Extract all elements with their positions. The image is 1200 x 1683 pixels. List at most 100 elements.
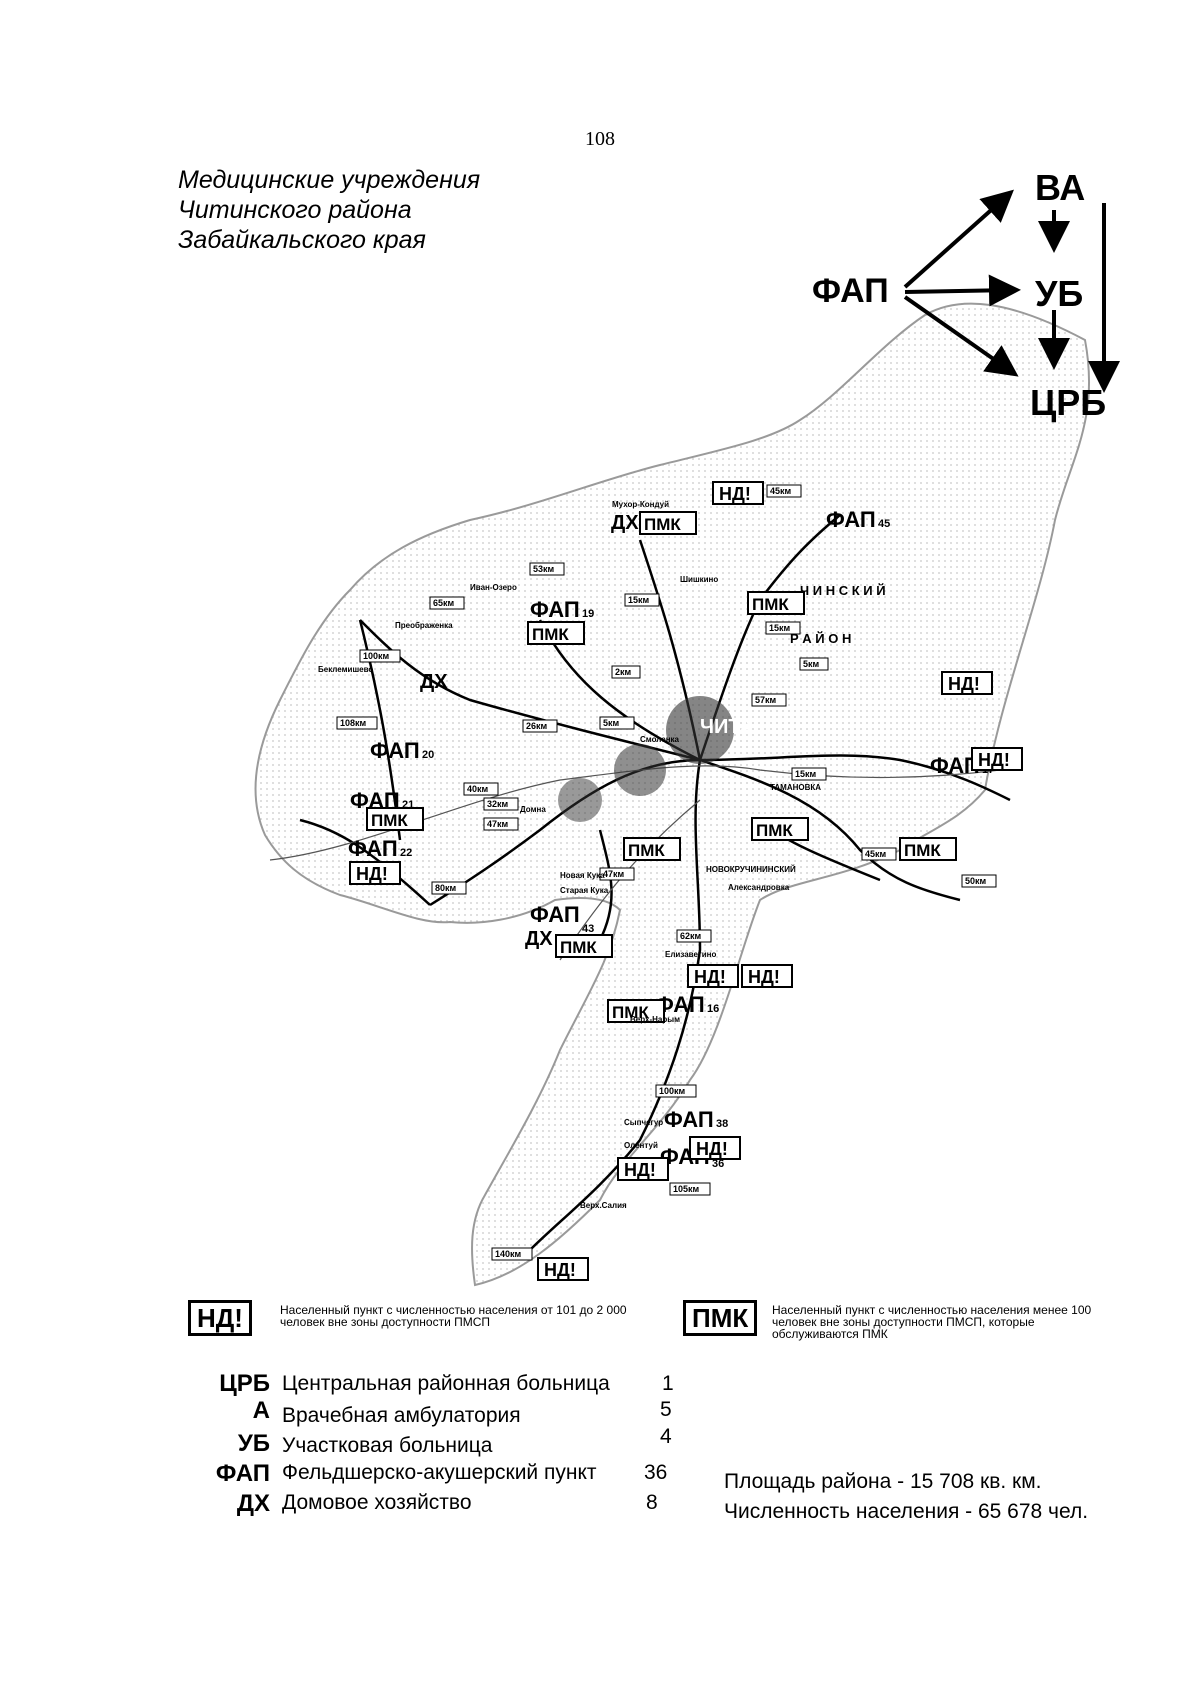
distance-tag-text: 53км: [533, 564, 555, 574]
nd-badge-label: НД!: [544, 1260, 576, 1280]
legend-nd-badge: НД!: [188, 1300, 252, 1336]
fap-number: 43: [582, 923, 594, 935]
distance-tag-text: 15км: [628, 595, 650, 605]
legend-count-ub: 4: [660, 1425, 672, 1448]
distance-tag-text: 26км: [526, 721, 548, 731]
nd-badge: НД!: [537, 1257, 589, 1281]
legend-desc-fap: Фельдшерско-акушерский пункт: [282, 1461, 597, 1484]
pmk-badge: ПМК: [623, 837, 681, 861]
fap-number: 19: [582, 608, 594, 620]
place-name: Верх.Салия: [580, 1201, 627, 1210]
distance-tag-text: 105км: [673, 1184, 700, 1194]
distance-tag: 100км: [359, 649, 401, 663]
pmk-badge: ПМК: [527, 621, 585, 645]
distance-tag: 62км: [676, 929, 712, 943]
place-names: Мухор-Кондуй Шишкино Иван-Озеро Преображ…: [318, 500, 821, 1210]
distance-tags: 45км 53км 15км 65км 100км 108км 26км 5км…: [336, 484, 997, 1261]
legend-abbr-ub: УБ: [237, 1430, 270, 1457]
legend-count-dx: 8: [646, 1491, 658, 1514]
distance-tag: 26км: [522, 719, 558, 733]
distance-tag: 15км: [791, 767, 827, 781]
legend-desc-crb: Центральная районная больница: [282, 1372, 610, 1395]
legend-abbr-fap: ФАП: [215, 1460, 270, 1487]
legend-count-a: 5: [660, 1398, 672, 1421]
place-name: Елизаветино: [665, 950, 716, 959]
nd-badge-label: НД!: [978, 750, 1010, 770]
legend-desc-ub: Участковая больница: [282, 1434, 493, 1457]
distance-tag-text: 65км: [433, 598, 455, 608]
fap-number: 22: [400, 847, 412, 859]
place-name: Олентуй: [624, 1141, 658, 1150]
distance-tag: 32км: [483, 797, 519, 811]
distance-tag: 105км: [669, 1182, 711, 1196]
distance-tag: 47км: [599, 867, 635, 881]
pmk-badge: ПМК: [751, 817, 809, 841]
legend-abbr-dx: ДХ: [236, 1490, 270, 1517]
scheme-fap: ФАП: [812, 272, 889, 310]
distance-tag: 40км: [463, 782, 499, 796]
dx-label: ДХ: [420, 671, 448, 693]
pmk-badge: ПМК: [747, 591, 805, 615]
legend-count-crb: 1: [662, 1372, 674, 1395]
legend-desc-a: Врачебная амбулатория: [282, 1404, 521, 1427]
city-label: ЧИТА: [700, 716, 754, 738]
place-name: Беклемишево: [318, 665, 373, 674]
pmk-badge: ПМК: [899, 837, 957, 861]
stat-area: Площадь района - 15 708 кв. км.: [724, 1470, 1042, 1493]
distance-tag-text: 32км: [487, 799, 509, 809]
legend-desc-dx: Домовое хозяйство: [282, 1491, 472, 1514]
distance-tag-text: 100км: [363, 651, 390, 661]
pmk-badge: ПМК: [639, 511, 697, 535]
place-name: Новая Кука: [560, 871, 605, 880]
scheme-arrows: [903, 189, 1120, 393]
pmk-badge-label: ПМК: [560, 938, 597, 957]
fap-label: ФАП: [530, 902, 580, 927]
stat-population: Численность населения - 65 678 чел.: [724, 1500, 1089, 1523]
fap-label: ФАП: [826, 507, 876, 532]
dx-label: ДХ: [525, 928, 553, 950]
nd-badge: НД!: [741, 964, 793, 988]
distance-tag: 45км: [766, 484, 802, 498]
chita-cluster: [558, 696, 734, 822]
distance-tag-text: 5км: [603, 718, 620, 728]
distance-tag-text: 15км: [795, 769, 817, 779]
pmk-badge-label: ПМК: [371, 811, 408, 830]
pmk-badge: ПМК: [607, 999, 665, 1023]
pmk-badges: ПМК ПМК ПМК ПМК ПМК ПМК ПМК ПМК ПМК: [366, 511, 957, 1023]
legend-nd-text: Населенный пункт с численностью населени…: [280, 1303, 627, 1329]
distance-tag-text: 50км: [965, 876, 987, 886]
nd-badge-label: НД!: [356, 864, 388, 884]
distance-tag: 108км: [336, 716, 378, 730]
distance-tag: 15км: [624, 593, 660, 607]
fap-number: 36: [712, 1158, 724, 1170]
scheme-crb: ЦРБ: [1030, 382, 1106, 423]
nd-badges: НД! НД! НД! НД! НД! НД! НД! НД! НД!: [349, 481, 1023, 1281]
place-name: Александровка: [728, 883, 790, 892]
distance-tag-text: 108км: [340, 718, 367, 728]
pmk-badge: ПМК: [555, 934, 613, 958]
distance-tag-text: 5км: [803, 659, 820, 669]
place-name: НОВОКРУЧИНИНСКИЙ: [706, 865, 796, 874]
distance-tag-text: 45км: [770, 486, 792, 496]
legend-abbr-a: А: [252, 1397, 270, 1424]
nd-badge-label: НД!: [696, 1139, 728, 1159]
nd-badge: НД!: [971, 747, 1023, 771]
nd-badge: НД!: [617, 1157, 669, 1181]
distance-tag: 15км: [765, 621, 801, 635]
place-name: Верх-Нарым: [630, 1015, 680, 1024]
distance-tag: 140км: [491, 1247, 533, 1261]
nd-badge-label: НД!: [748, 967, 780, 987]
distance-tag: 57км: [751, 693, 787, 707]
legend-pmk-text: Населенный пункт с численностью населени…: [772, 1303, 1092, 1341]
pmk-badge-label: ПМК: [612, 1003, 649, 1022]
fap-label: ФАП: [530, 597, 580, 622]
distance-tag: 5км: [599, 716, 635, 730]
place-name: Смоленка: [640, 735, 680, 744]
fap-number: 20: [422, 749, 434, 761]
distance-tag-text: 57км: [755, 695, 777, 705]
title-line-3: Забайкальского края: [178, 226, 426, 254]
distance-tag-text: 15км: [769, 623, 791, 633]
dx-marks: ДХ ДХ ДХ: [420, 512, 639, 950]
place-name: Иван-Озеро: [470, 583, 517, 592]
title-line-1: Медицинские учреждения: [178, 166, 481, 194]
